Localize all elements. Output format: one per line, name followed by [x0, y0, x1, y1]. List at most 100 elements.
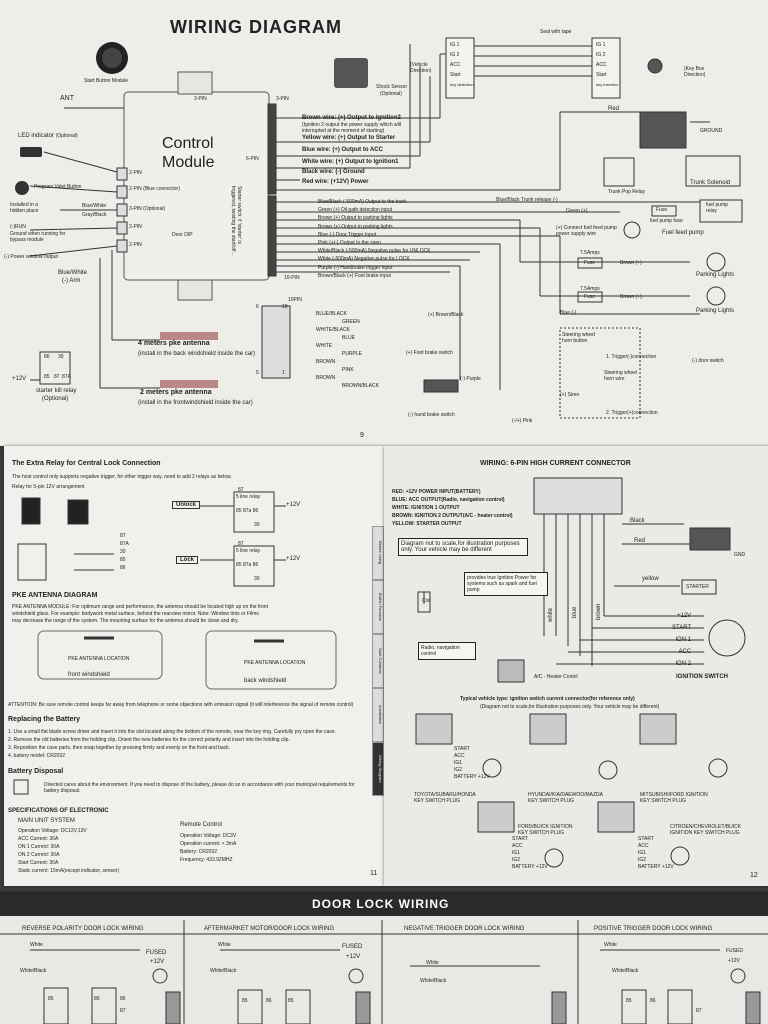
six-pin-red: Red wire: (+12V) Power	[302, 179, 369, 185]
red-label-right: Red	[634, 538, 646, 544]
plus12v-b3: +12V	[728, 958, 740, 964]
fuse-label: Fuse	[656, 207, 668, 213]
main-unit-title: MAIN UNIT SYSTEM	[18, 818, 75, 824]
pke-text-3: may decrease the range of the system. Th…	[12, 618, 239, 624]
replacing-step-1: 1. Use a small flat blade screw driver a…	[8, 729, 336, 735]
installed-hidden-label: Installed in a hidden place	[10, 202, 39, 214]
two-meters-antenna: 2 meters pke antenna	[140, 389, 212, 396]
pke-title: PKE ANTENNA DIAGRAM	[12, 592, 98, 599]
fuse-1: Fuse	[584, 260, 596, 266]
fuel-pump-fuse: fuel pump fuse	[650, 218, 683, 224]
front-windshield: front windshield	[68, 672, 110, 678]
cp1-ig1: IG1	[454, 760, 463, 766]
starter-box-label: STARTER	[686, 584, 709, 590]
typical-sub: (Diagram not to scale,for illustration p…	[480, 704, 660, 710]
vert-brown: brown	[596, 603, 602, 620]
sr-30: 30	[120, 549, 126, 555]
ignition-switch-label: IGNITION SWITCH	[676, 674, 728, 680]
pke-text-1: PKE ANTENNA MODULE: For optimum range an…	[12, 604, 268, 610]
cw-0: BLUE/BLACK	[316, 311, 347, 317]
ig-right-ig2: IG 2	[596, 52, 606, 58]
pin-6: 6	[256, 304, 259, 310]
connector-wire-list: BLUE/BLACK GREEN WHITE/BLACK BLUE WHITE …	[316, 310, 379, 390]
wiring-diagram-page: WIRING DIAGRAM Start Button Module ANT 3…	[0, 0, 768, 446]
ten-pin-wire-list: Blue/Black (-500mA) Output to the trunk …	[318, 198, 431, 280]
purple-minus: (-) Purple	[460, 376, 481, 382]
ign-12v: +12V	[676, 613, 692, 619]
connector-pins-1: START ACC IG1 IG2 BATTERY +12V	[454, 746, 490, 781]
legend-brown: BROWN: IGNITION 2 OUTPUT(A/C - heater co…	[392, 513, 513, 519]
run-label: (-)RUN	[10, 224, 26, 230]
module-side-note: Starter switch: if 'starter' is triggere…	[230, 186, 242, 256]
six-pin-yellow: Yellow wire: (+) Output to Starter	[302, 135, 396, 141]
yellow-label: yellow	[642, 576, 659, 582]
door-lock-title: DOOR LOCK WIRING	[312, 897, 450, 911]
relay-5line-2: 5 line relay	[236, 548, 261, 554]
control-module-label: Control Module	[162, 135, 215, 171]
six-pin-wire-list: Brown wire: (+) Output to Ignition2 (Ign…	[302, 114, 422, 186]
trunk-solenoid: Trunk Solenoid	[690, 180, 731, 186]
two-pin-d: 2-PIN	[129, 242, 142, 248]
radio-box: Radio, navigation control	[418, 642, 476, 660]
siren-label: (+) Siren	[560, 392, 580, 398]
led-indicator-label: LED indicator (Optional)	[18, 133, 78, 139]
left-tab-button-function: Button Function	[372, 580, 384, 634]
shock-sensor-optional: (Optional)	[380, 91, 402, 97]
relay-b1-86: 86	[120, 996, 126, 1002]
door-lock-banner	[0, 892, 768, 916]
attention-text: ATTENTION: Be sure remote control keeps …	[8, 702, 354, 708]
six-pin-black: Black wire: (-) Ground	[302, 169, 365, 175]
legend-yellow: YELLOW: STARTER OUTPUT	[392, 521, 462, 527]
red-label: Red	[608, 106, 620, 112]
fuel-pump-relay: fuel pump relay	[706, 202, 728, 214]
three-pin-optional: 3-PIN (Optional)	[129, 206, 166, 212]
section-positive-trigger: POSITIVE TRIGGER DOOR LOCK WIRING	[594, 926, 713, 932]
page-title: WIRING DIAGRAM	[170, 17, 342, 37]
white-b4: White	[604, 942, 617, 948]
gnd-label: GND	[734, 552, 746, 558]
six-pin-label: 6-PIN	[246, 156, 259, 162]
plus12v-label: +12V	[12, 376, 27, 382]
left-tab-start-contents: Start Contents	[372, 634, 384, 688]
right-page-wiring	[415, 477, 746, 868]
ant-label: ANT	[60, 95, 74, 102]
cp5-ig1: IG1	[638, 850, 647, 856]
cw-8: BROWN	[316, 375, 336, 381]
pke-location-1: PKE ANTENNA LOCATION	[68, 656, 130, 662]
green-plus: Green (+)	[566, 208, 588, 214]
white-b2: White	[218, 942, 231, 948]
blue-white-small: Blue/White	[82, 203, 107, 209]
fuel-feed-pump: Fuel feed pump	[662, 230, 704, 236]
relay-30: 30	[58, 354, 64, 360]
remote-specs-list: Operation Voltage: DC3V Operation curren…	[180, 832, 236, 864]
brown-black-plus: (+) Brown/Black	[428, 312, 464, 318]
sr-87: 87	[120, 533, 126, 539]
blue-minus: Blue (-)	[560, 310, 577, 316]
ten-pin-w1: Green (+) Oil path detection input	[318, 207, 393, 214]
ign-start: START	[672, 625, 692, 631]
ten-pin-label: 10-PIN	[284, 275, 300, 281]
gray-black-small: Gray/Black	[82, 212, 107, 218]
relay-b4-86: 86	[650, 998, 656, 1004]
lock-label: Lock	[176, 556, 199, 564]
white-black-b3: White/Black	[420, 978, 447, 984]
steering-horn-button: Steering wheel horn button	[562, 332, 596, 344]
starter-kill-relay: starter kill relay	[36, 388, 77, 394]
vehicle-direction: (Vehicle Direction)	[410, 62, 432, 74]
remote-title: Remote Control	[180, 822, 223, 828]
main-spec-1: ACC Current: 30A	[18, 836, 59, 842]
amps-1: 7.5Amps	[580, 250, 600, 256]
relay-87-b: 87	[238, 541, 244, 547]
cw-9: BROWN/BLACK	[342, 383, 379, 389]
starter-kill-optional: (Optional)	[42, 396, 69, 402]
cp4-start: START	[512, 836, 528, 842]
door-lock-lines	[0, 920, 768, 1024]
legend-red: RED: +12V POWER INPUT(BATTERY)	[392, 489, 481, 495]
remote-spec-3: Frequency: 433.92MHZ	[180, 857, 233, 863]
caption-mitsubishi: MITSUBISHI/FORD IGNITION KEY SWITCH PLUG	[640, 792, 708, 804]
relay-b2-85b: 85	[288, 998, 294, 1004]
brown-plus-2: Brown (+)	[620, 294, 642, 300]
relay-b1-87: 87	[120, 1008, 126, 1014]
relay-b4-85: 85	[626, 998, 632, 1004]
ig-right-ig1: IG 1	[596, 42, 606, 48]
